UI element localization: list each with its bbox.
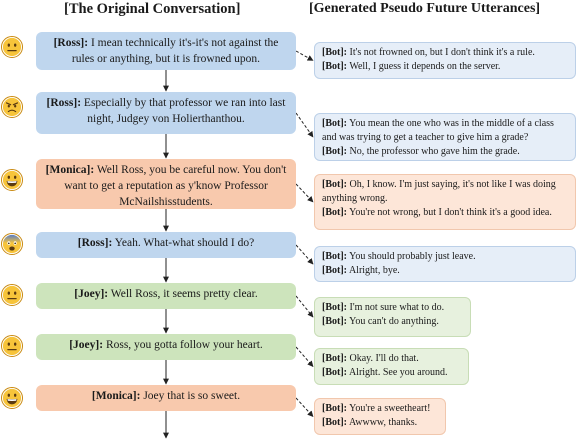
speaker-label: [Monica]: xyxy=(45,164,95,176)
angry-face-icon xyxy=(1,96,23,118)
generated-line: [Bot]: You can't do anything. xyxy=(322,315,463,329)
neutral-face-icon xyxy=(1,284,23,306)
utterance-box: [Ross]: Especially by that professor we … xyxy=(36,92,296,134)
grinning-face-glyph xyxy=(2,170,22,190)
generated-line: [Bot]: You're a sweetheart! xyxy=(322,402,438,416)
generated-line: [Bot]: Awwww, thanks. xyxy=(322,416,438,430)
utterance-box: [Monica]: Joey that is so sweet. xyxy=(36,385,296,411)
grinning-face-glyph xyxy=(2,388,22,408)
bot-text: Alright, bye. xyxy=(348,265,400,276)
speaker-label: [Ross]: xyxy=(53,37,89,49)
bot-text: You mean the one who was in the middle o… xyxy=(322,118,554,143)
bot-text: You can't do anything. xyxy=(349,316,439,327)
bot-label: [Bot]: xyxy=(322,47,347,58)
generated-line: [Bot]: Well, I guess it depends on the s… xyxy=(322,60,568,74)
generated-utterance-box: [Bot]: I'm not sure what to do. [Bot]: Y… xyxy=(314,297,471,337)
grinning-face-icon xyxy=(1,169,23,191)
generation-arrow xyxy=(295,397,314,417)
generated-utterances-title: [Generated Pseudo Future Utterances] xyxy=(309,1,541,16)
generated-line: [Bot]: No, the professor who gave him th… xyxy=(322,145,568,159)
speaker-label: [Joey]: xyxy=(69,339,104,351)
speaker-label: [Ross]: xyxy=(46,97,82,109)
generated-utterance-box: [Bot]: Oh, I know. I'm just saying, it's… xyxy=(314,174,576,230)
utterance-box: [Monica]: Well Ross, you be careful now.… xyxy=(36,159,296,209)
bot-label: [Bot]: xyxy=(322,118,347,129)
bot-label: [Bot]: xyxy=(322,179,347,190)
bot-label: [Bot]: xyxy=(322,403,347,414)
utterance-text: Especially by that professor we ran into… xyxy=(83,97,286,125)
bot-label: [Bot]: xyxy=(322,146,347,157)
bot-label: [Bot]: xyxy=(322,207,347,218)
utterance-text: Well Ross, you be careful now. You don't… xyxy=(64,164,287,208)
utterance-text: Yeah. What-what should I do? xyxy=(114,237,255,249)
utterance-text: Ross, you gotta follow your heart. xyxy=(105,339,263,351)
generation-arrow xyxy=(295,183,314,203)
generated-utterance-box: [Bot]: You're a sweetheart! [Bot]: Awwww… xyxy=(314,398,446,435)
speaker-label: [Joey]: xyxy=(74,288,109,300)
speaker-label: [Monica]: xyxy=(91,390,141,402)
generated-utterance-box: [Bot]: Okay. I'll do that. [Bot]: Alrigh… xyxy=(314,348,469,385)
neutral-face-glyph xyxy=(2,285,22,305)
generated-line: [Bot]: Alright, bye. xyxy=(322,264,568,278)
original-conversation-title: [The Original Conversation] xyxy=(64,1,241,17)
neutral-face-icon xyxy=(1,335,23,357)
bot-text: No, the professor who gave him the grade… xyxy=(349,146,520,157)
utterance-box: [Joey]: Well Ross, it seems pretty clear… xyxy=(36,283,296,309)
utterance-box: [Joey]: Ross, you gotta follow your hear… xyxy=(36,334,296,360)
bot-label: [Bot]: xyxy=(322,367,347,378)
generated-utterance-box: [Bot]: It's not frowned on, but I don't … xyxy=(314,42,576,79)
angry-face-glyph xyxy=(2,97,22,117)
bot-label: [Bot]: xyxy=(322,353,347,364)
bot-text: It's not frowned on, but I don't think i… xyxy=(349,47,535,58)
generated-line: [Bot]: You're not wrong, but I don't thi… xyxy=(322,206,568,220)
bot-text: You should probably just leave. xyxy=(349,251,476,262)
generated-utterance-box: [Bot]: You should probably just leave. [… xyxy=(314,246,576,282)
generated-line: [Bot]: You mean the one who was in the m… xyxy=(322,117,568,145)
fearful-face-glyph xyxy=(2,234,22,254)
bot-text: You're a sweetheart! xyxy=(349,403,431,414)
bot-label: [Bot]: xyxy=(322,302,347,313)
bot-text: I'm not sure what to do. xyxy=(349,302,445,313)
neutral-face-glyph xyxy=(2,336,22,356)
bot-label: [Bot]: xyxy=(322,316,347,327)
generation-arrow xyxy=(295,50,314,61)
bot-text: Okay. I'll do that. xyxy=(349,353,419,364)
bot-label: [Bot]: xyxy=(322,251,347,262)
generation-arrow xyxy=(295,346,314,367)
bot-label: [Bot]: xyxy=(322,61,347,72)
generated-line: [Bot]: You should probably just leave. xyxy=(322,250,568,264)
grinning-face-icon xyxy=(1,387,23,409)
neutral-face-icon xyxy=(1,36,23,58)
neutral-face-glyph xyxy=(2,37,22,57)
utterance-text: I mean technically it's-it's not against… xyxy=(71,37,279,65)
generated-line: [Bot]: Okay. I'll do that. xyxy=(322,352,461,366)
bot-label: [Bot]: xyxy=(322,417,347,428)
generated-line: [Bot]: Oh, I know. I'm just saying, it's… xyxy=(322,178,568,206)
bot-text: Alright. See you around. xyxy=(348,367,448,378)
generated-utterance-box: [Bot]: You mean the one who was in the m… xyxy=(314,113,576,161)
bot-text: Oh, I know. I'm just saying, it's not li… xyxy=(322,179,556,204)
bot-text: Well, I guess it depends on the server. xyxy=(349,61,501,72)
fearful-face-icon xyxy=(1,233,23,255)
generation-arrow xyxy=(295,112,314,138)
utterance-box: [Ross]: I mean technically it's-it's not… xyxy=(36,32,296,70)
generated-line: [Bot]: Alright. See you around. xyxy=(322,366,461,380)
generation-arrow xyxy=(295,295,314,318)
generated-line: [Bot]: It's not frowned on, but I don't … xyxy=(322,46,568,60)
utterance-text: Well Ross, it seems pretty clear. xyxy=(110,288,258,300)
bot-text: You're not wrong, but I don't think it's… xyxy=(349,207,552,218)
speaker-label: [Ross]: xyxy=(77,237,113,249)
bot-text: Awwww, thanks. xyxy=(348,417,418,428)
generated-line: [Bot]: I'm not sure what to do. xyxy=(322,301,463,315)
bot-label: [Bot]: xyxy=(322,265,347,276)
utterance-box: [Ross]: Yeah. What-what should I do? xyxy=(36,232,296,258)
generation-arrow xyxy=(295,244,314,265)
utterance-text: Joey that is so sweet. xyxy=(143,390,241,402)
